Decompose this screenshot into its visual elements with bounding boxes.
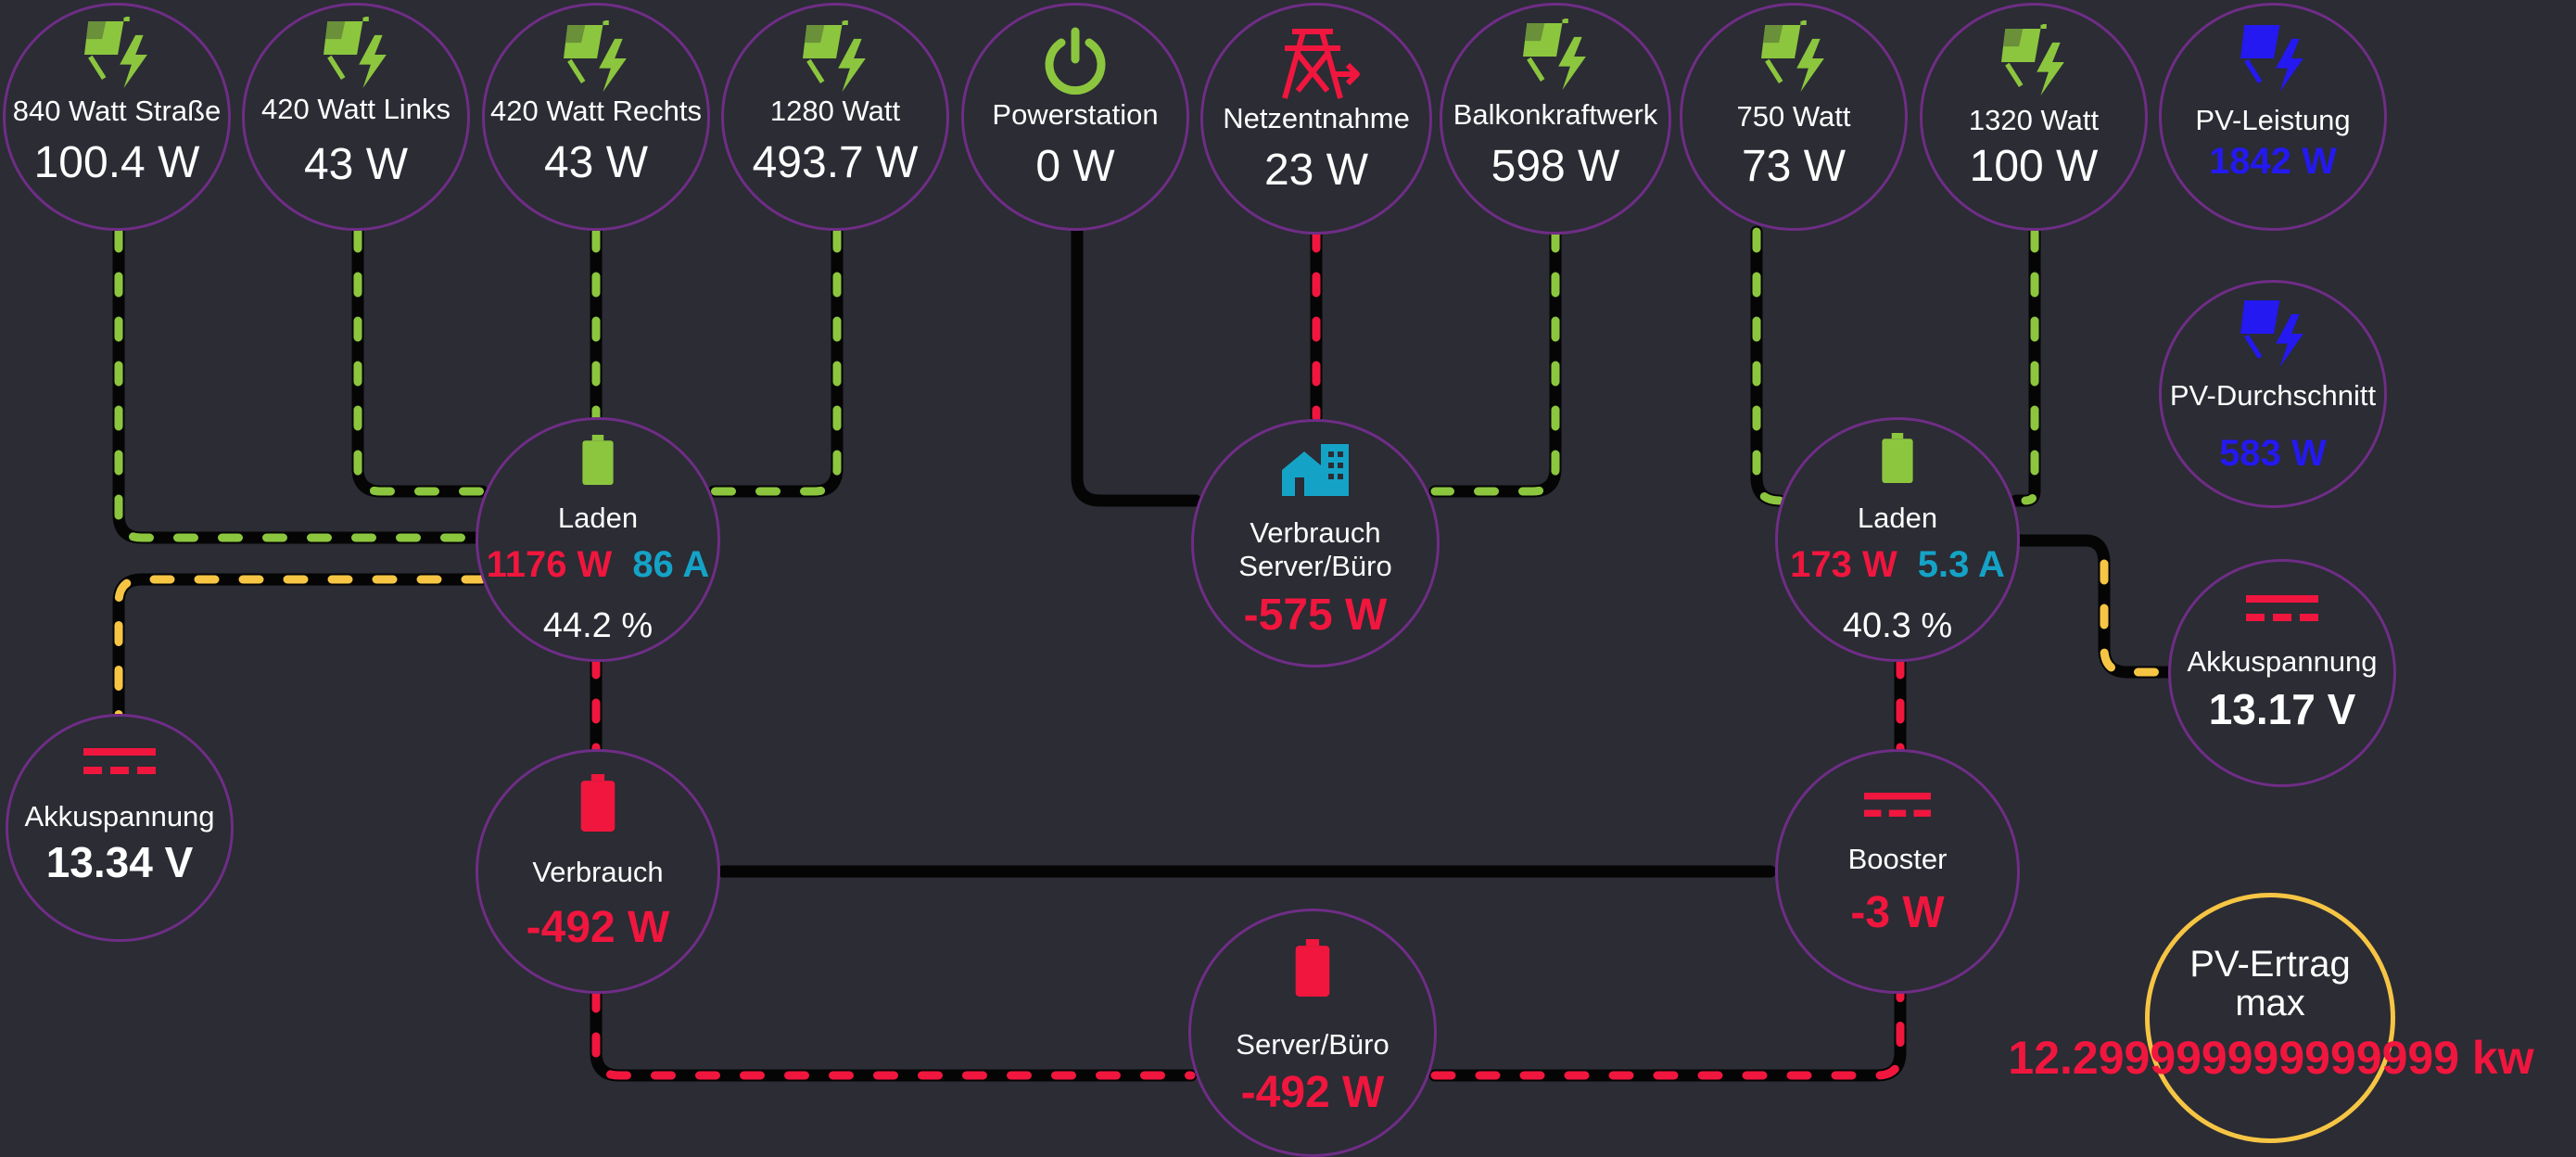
home-city-icon [1282, 444, 1349, 496]
laden-left-node[interactable]: Laden 1176 W 86 A 44.2 % [476, 417, 720, 662]
node-value: 13.34 V [45, 837, 194, 886]
solar-panel-bolt-icon [1523, 19, 1588, 93]
node-value: 73 W [1741, 141, 1846, 191]
node-label: Powerstation [992, 98, 1159, 131]
laden-right-node[interactable]: Laden 173 W 5.3 A 40.3 % [1775, 417, 2020, 662]
state-of-charge: 40.3 % [1842, 605, 1953, 645]
node-label: 1280 Watt [769, 95, 901, 127]
power-icon [1045, 27, 1106, 95]
verbrauch-node[interactable]: Verbrauch -492 W [476, 749, 720, 994]
solar-node-420-rechts[interactable]: 420 Watt Rechts 43 W [482, 3, 710, 231]
booster-node[interactable]: Booster -3 W [1775, 749, 2020, 994]
verbrauch-house-node[interactable]: Verbrauch Server/Büro -575 W [1191, 419, 1440, 668]
server-buero-node[interactable]: Server/Büro -492 W [1188, 909, 1437, 1157]
node-label: Verbrauch [1250, 516, 1381, 549]
solar-panel-bolt-icon [324, 17, 388, 91]
pv-ertrag-label-line1: PV-Ertrag [2189, 944, 2351, 985]
solar-node-750[interactable]: 750 Watt 73 W [1680, 3, 1908, 231]
node-value: -492 W [526, 902, 670, 952]
node-value: 100.4 W [33, 137, 200, 187]
node-label: 420 Watt Rechts [489, 95, 702, 127]
battery-red-icon [1295, 939, 1330, 997]
node-label: Netzentnahme [1223, 102, 1410, 134]
battery-red-icon [580, 774, 615, 832]
netzentnahme-node[interactable]: Netzentnahme 23 W [1200, 3, 1432, 235]
node-label: Balkonkraftwerk [1453, 98, 1658, 131]
node-label: Akkuspannung [2187, 645, 2378, 678]
dc-current-icon [2246, 595, 2318, 621]
node-value: 598 W [1491, 141, 1620, 191]
dc-current-icon [1864, 793, 1931, 817]
node-label: 750 Watt [1736, 100, 1851, 133]
node-value: -575 W [1243, 591, 1388, 641]
solar-panel-bolt-icon [84, 17, 149, 91]
state-of-charge: 44.2 % [542, 605, 654, 645]
solar-panel-bolt-icon [2001, 24, 2066, 98]
pv-durchschnitt-node[interactable]: PV-Durchschnitt 583 W [2159, 280, 2387, 508]
node-value: 493.7 W [752, 137, 919, 187]
node-label: PV-Leistung [2195, 104, 2351, 136]
pv-ertrag-label-line2: max [2235, 983, 2305, 1024]
node-value: 43 W [543, 137, 649, 187]
pv-leistung-node[interactable]: PV-Leistung 1842 W [2159, 3, 2387, 231]
node-value: 13.17 V [2208, 684, 2356, 733]
node-label-line2: Server/Büro [1238, 549, 1392, 582]
node-label: PV-Durchschnitt [2169, 379, 2377, 412]
solar-node-420-links[interactable]: 420 Watt Links 43 W [242, 3, 470, 231]
node-label: 1320 Watt [1968, 104, 2100, 136]
balkonkraftwerk-node[interactable]: Balkonkraftwerk 598 W [1440, 3, 1671, 235]
node-value: -3 W [1850, 887, 1945, 937]
node-value: -492 W [1240, 1067, 1385, 1117]
node-value: 1842 W [2209, 140, 2337, 182]
solar-node-840-strasse[interactable]: 840 Watt Straße 100.4 W [3, 3, 231, 231]
node-label: Laden [557, 502, 639, 534]
solar-node-1320[interactable]: 1320 Watt 100 W [1920, 3, 2148, 231]
node-value: 583 W [2219, 432, 2327, 474]
node-value: 23 W [1263, 145, 1369, 195]
solar-panel-bolt-icon [564, 20, 628, 95]
solar-node-1280[interactable]: 1280 Watt 493.7 W [721, 3, 949, 231]
node-value: 43 W [303, 139, 409, 189]
charge-current: 86 A [632, 543, 710, 585]
node-value: 0 W [1035, 141, 1115, 191]
solar-panel-bolt-icon [1761, 20, 1826, 95]
battery-icon [1882, 433, 1913, 483]
charge-current: 5.3 A [1917, 543, 2005, 585]
node-label: 840 Watt Straße [12, 95, 222, 127]
akkuspannung-right-node[interactable]: Akkuspannung 13.17 V [2168, 559, 2396, 787]
charge-power: 1176 W [486, 543, 613, 585]
node-label: Verbrauch [532, 856, 664, 888]
node-label: Laden [1857, 502, 1938, 534]
solar-panel-bolt-icon [2240, 296, 2305, 370]
node-value: 100 W [1969, 141, 2099, 191]
solar-panel-bolt-icon [803, 20, 868, 95]
node-label: Booster [1847, 843, 1948, 875]
battery-icon [582, 435, 614, 485]
charge-power: 173 W [1790, 543, 1897, 585]
solar-panel-bolt-icon [2240, 20, 2305, 95]
pv-ertrag-label: PV-Ertrag max [2145, 945, 2395, 1023]
node-label: Server/Büro [1236, 1028, 1390, 1061]
node-label: Akkuspannung [24, 800, 215, 833]
node-label: 420 Watt Links [261, 93, 450, 125]
pv-ertrag-value: 12.299999999999999 kw [2008, 1032, 2534, 1084]
pv-ertrag-ring[interactable] [2145, 893, 2395, 1143]
powerstation-node[interactable]: Powerstation 0 W [961, 3, 1189, 231]
transmission-tower-icon [1282, 29, 1360, 99]
akkuspannung-left-node[interactable]: Akkuspannung 13.34 V [6, 714, 234, 942]
dc-current-icon [83, 748, 156, 774]
